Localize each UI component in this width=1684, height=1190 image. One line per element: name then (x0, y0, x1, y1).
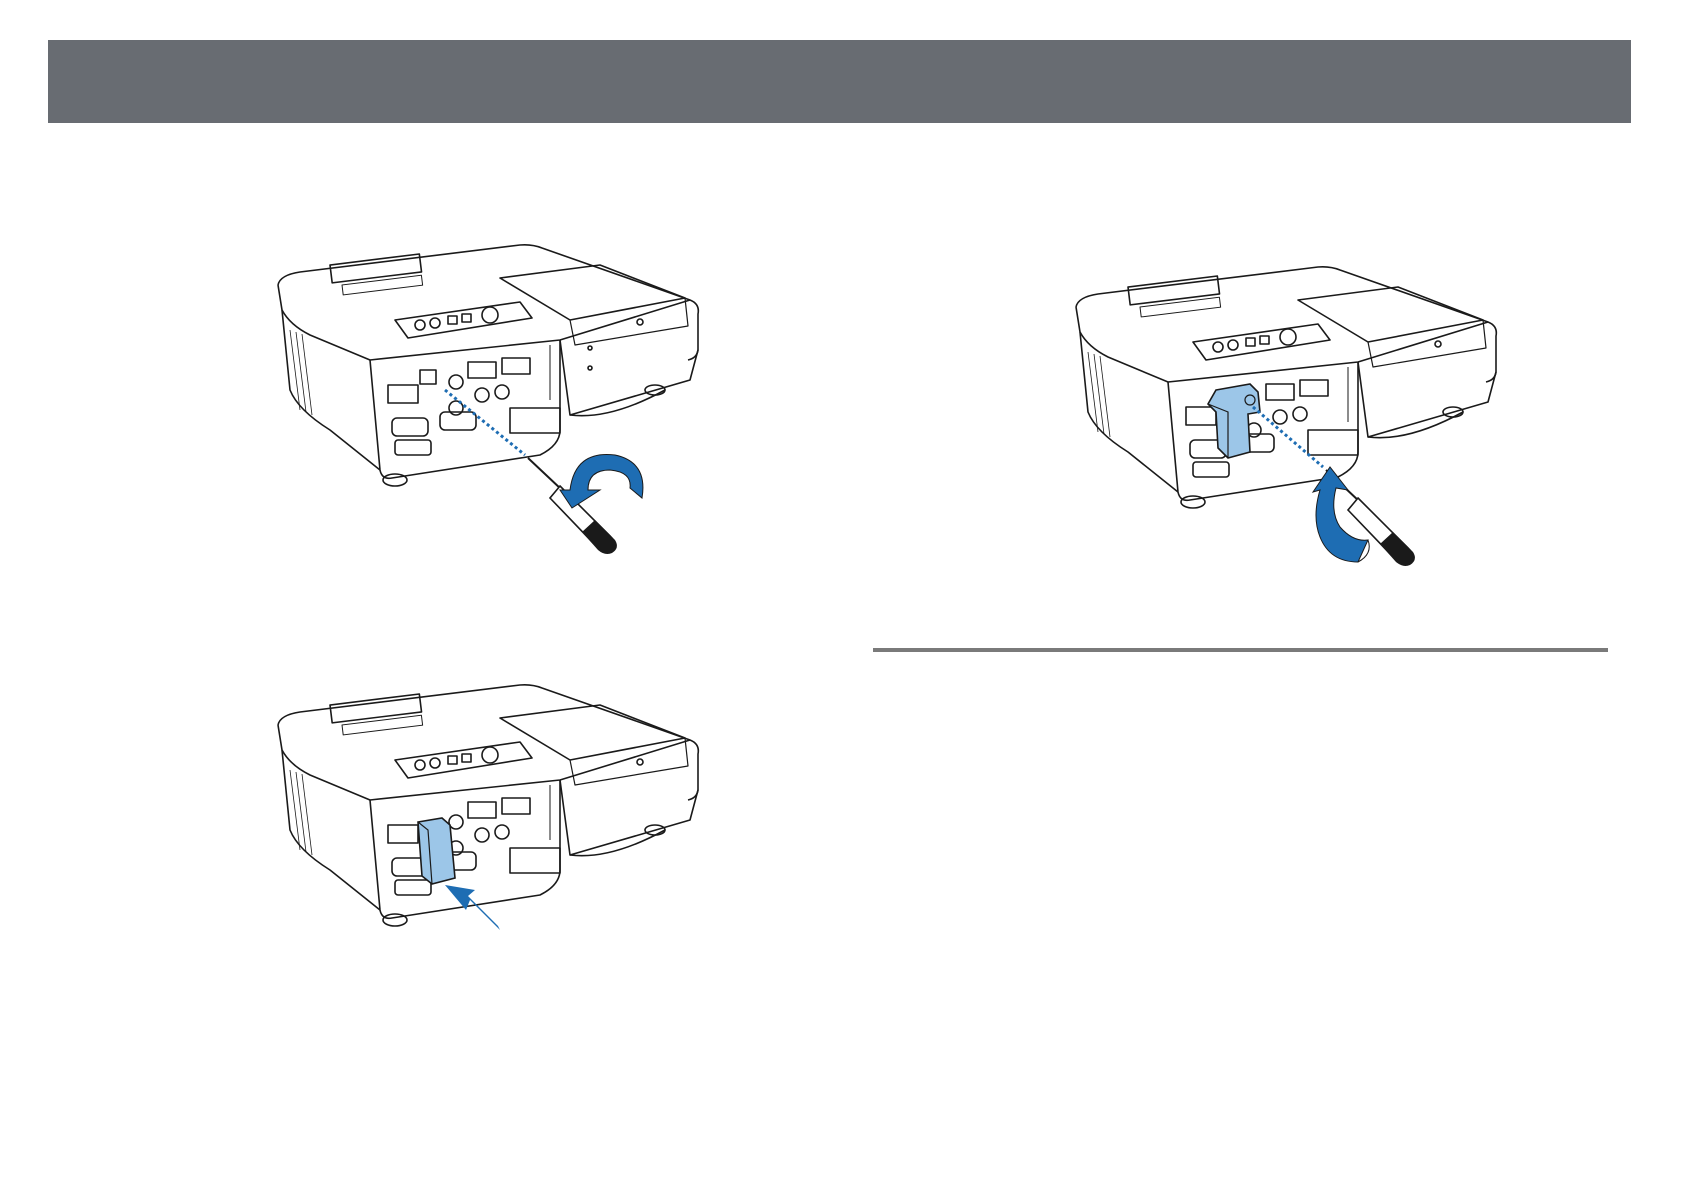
section-divider (873, 648, 1608, 652)
projector-icon (1068, 262, 1508, 592)
figure-tighten-cover-screw (1068, 262, 1508, 592)
wireless-lan-module-icon (1208, 384, 1260, 458)
wireless-lan-module-icon (418, 818, 455, 884)
page-header-bar (48, 40, 1631, 123)
figure-remove-cover-screw (270, 240, 710, 590)
projector-icon (270, 240, 710, 590)
figure-insert-wireless-module (270, 680, 710, 940)
projector-icon (270, 680, 710, 940)
insert-arrow-icon (445, 885, 500, 930)
rotate-counterclockwise-arrow-icon (560, 454, 643, 508)
